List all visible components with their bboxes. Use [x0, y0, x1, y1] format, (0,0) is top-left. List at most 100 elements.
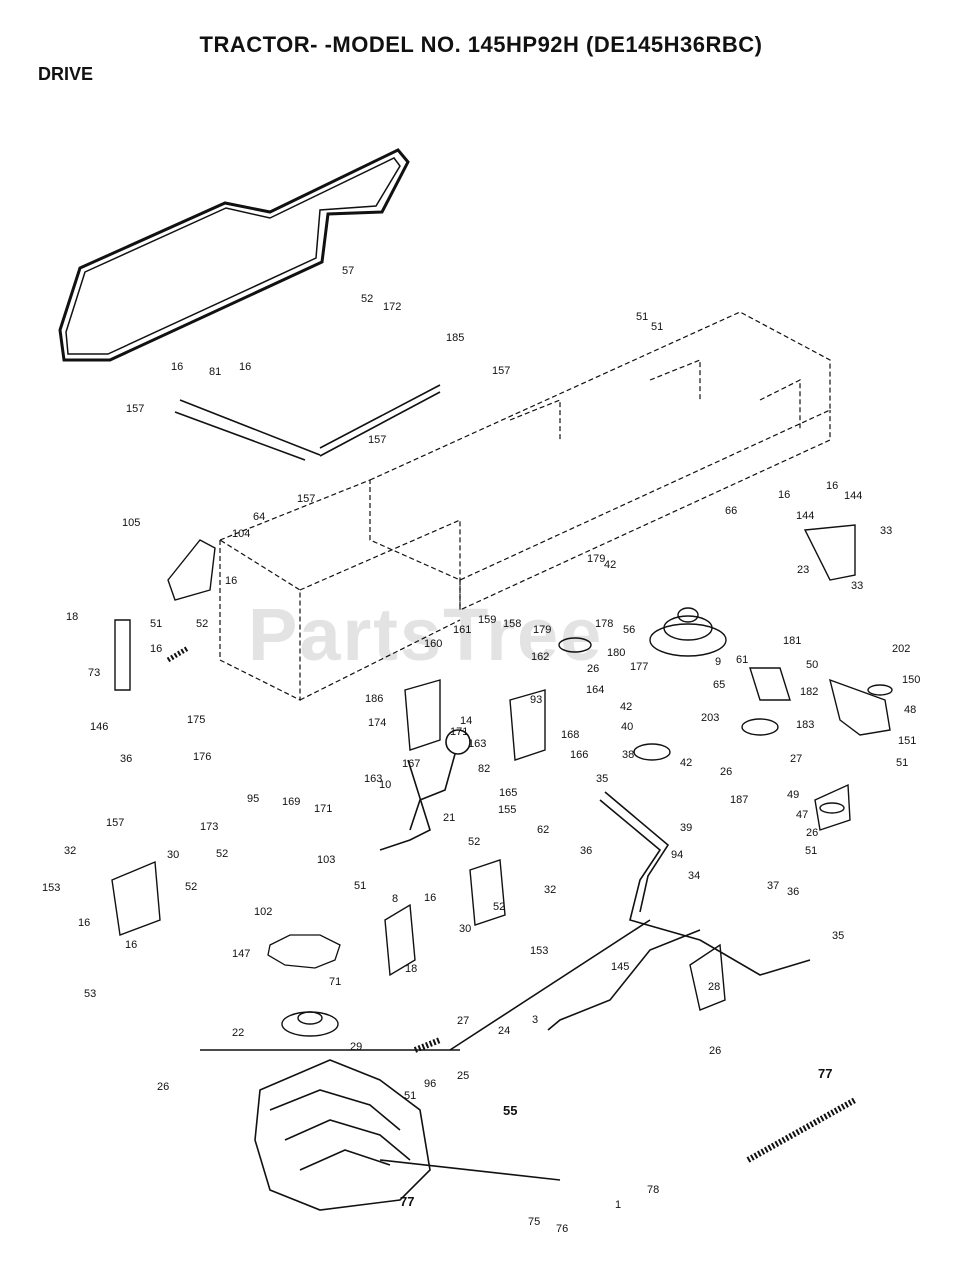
- callout-42: 42: [680, 757, 692, 769]
- callout-157: 157: [297, 493, 315, 505]
- callout-1: 1: [615, 1199, 621, 1211]
- callout-51: 51: [805, 845, 817, 857]
- callout-145: 145: [611, 961, 629, 973]
- callout-51: 51: [150, 618, 162, 630]
- callout-82: 82: [478, 763, 490, 775]
- callout-35: 35: [596, 773, 608, 785]
- callout-163: 163: [364, 773, 382, 785]
- callout-18: 18: [405, 963, 417, 975]
- callout-52: 52: [196, 618, 208, 630]
- callout-52: 52: [185, 881, 197, 893]
- callout-24: 24: [498, 1025, 510, 1037]
- callout-73: 73: [88, 667, 100, 679]
- callout-27: 27: [457, 1015, 469, 1027]
- callout-76: 76: [556, 1223, 568, 1235]
- fan-blade: [267, 934, 341, 969]
- callout-155: 155: [498, 804, 516, 816]
- callout-40: 40: [621, 721, 633, 733]
- callout-178: 178: [595, 618, 613, 630]
- callout-27: 27: [790, 753, 802, 765]
- callout-174: 174: [368, 717, 386, 729]
- callout-26: 26: [709, 1045, 721, 1057]
- callout-16: 16: [171, 361, 183, 373]
- callout-53: 53: [84, 988, 96, 1000]
- callout-151: 151: [898, 735, 916, 747]
- callout-157: 157: [368, 434, 386, 446]
- callout-57: 57: [342, 265, 354, 277]
- callout-22: 22: [232, 1027, 244, 1039]
- section-label: DRIVE: [38, 64, 94, 84]
- springs: [166, 645, 857, 1163]
- callout-171: 171: [314, 803, 332, 815]
- drive-belt: [58, 148, 410, 362]
- callout-36: 36: [787, 886, 799, 898]
- callout-38: 38: [622, 749, 634, 761]
- callout-16: 16: [424, 892, 436, 904]
- callout-51: 51: [651, 321, 663, 333]
- callout-26: 26: [157, 1081, 169, 1093]
- callout-26: 26: [587, 663, 599, 675]
- callout-167: 167: [402, 758, 420, 770]
- callout-180: 180: [607, 647, 625, 659]
- transaxle: [254, 1059, 431, 1211]
- callout-16: 16: [778, 489, 790, 501]
- callout-16: 16: [125, 939, 137, 951]
- callout-16: 16: [826, 480, 838, 492]
- callout-52: 52: [216, 848, 228, 860]
- callout-21: 21: [443, 812, 455, 824]
- callout-186: 186: [365, 693, 383, 705]
- callout-177: 177: [630, 661, 648, 673]
- callout-147: 147: [232, 948, 250, 960]
- callout-9: 9: [715, 656, 721, 668]
- callout-42: 42: [620, 701, 632, 713]
- callout-64: 64: [253, 511, 265, 523]
- callout-172: 172: [383, 301, 401, 313]
- callout-3: 3: [532, 1014, 538, 1026]
- page-title: TRACTOR- -MODEL NO. 145HP92H (DE145H36RB…: [199, 32, 763, 57]
- callout-16: 16: [239, 361, 251, 373]
- callout-161: 161: [453, 624, 471, 636]
- callout-144: 144: [796, 510, 814, 522]
- callout-28: 28: [708, 981, 720, 993]
- callout-179: 179: [533, 624, 551, 636]
- watermark: PartsTree: [248, 593, 604, 676]
- callout-159: 159: [478, 614, 496, 626]
- callout-16: 16: [150, 643, 162, 655]
- pulleys: [281, 607, 893, 1037]
- callout-52: 52: [361, 293, 373, 305]
- callout-36: 36: [580, 845, 592, 857]
- callout-71: 71: [329, 976, 341, 988]
- callout-52: 52: [468, 836, 480, 848]
- callout-183: 183: [796, 719, 814, 731]
- callout-185: 185: [446, 332, 464, 344]
- callout-23: 23: [797, 564, 809, 576]
- callout-158: 158: [503, 618, 521, 630]
- callout-173: 173: [200, 821, 218, 833]
- callout-169: 169: [282, 796, 300, 808]
- callout-8: 8: [392, 893, 398, 905]
- callout-160: 160: [424, 638, 442, 650]
- callout-153: 153: [42, 882, 60, 894]
- callout-50: 50: [806, 659, 818, 671]
- callout-181: 181: [783, 635, 801, 647]
- callout-146: 146: [90, 721, 108, 733]
- callout-34: 34: [688, 870, 700, 882]
- callout-77: 77: [400, 1194, 414, 1209]
- callout-93: 93: [530, 694, 542, 706]
- callout-96: 96: [424, 1078, 436, 1090]
- callout-81: 81: [209, 366, 221, 378]
- callout-165: 165: [499, 787, 517, 799]
- callout-203: 203: [701, 712, 719, 724]
- callout-144: 144: [844, 490, 862, 502]
- callout-157: 157: [126, 403, 144, 415]
- callout-202: 202: [892, 643, 910, 655]
- callout-32: 32: [544, 884, 556, 896]
- callout-36: 36: [120, 753, 132, 765]
- callout-33: 33: [880, 525, 892, 537]
- callout-42: 42: [604, 559, 616, 571]
- callout-51: 51: [896, 757, 908, 769]
- tractor-frame: [219, 311, 831, 701]
- callout-162: 162: [531, 651, 549, 663]
